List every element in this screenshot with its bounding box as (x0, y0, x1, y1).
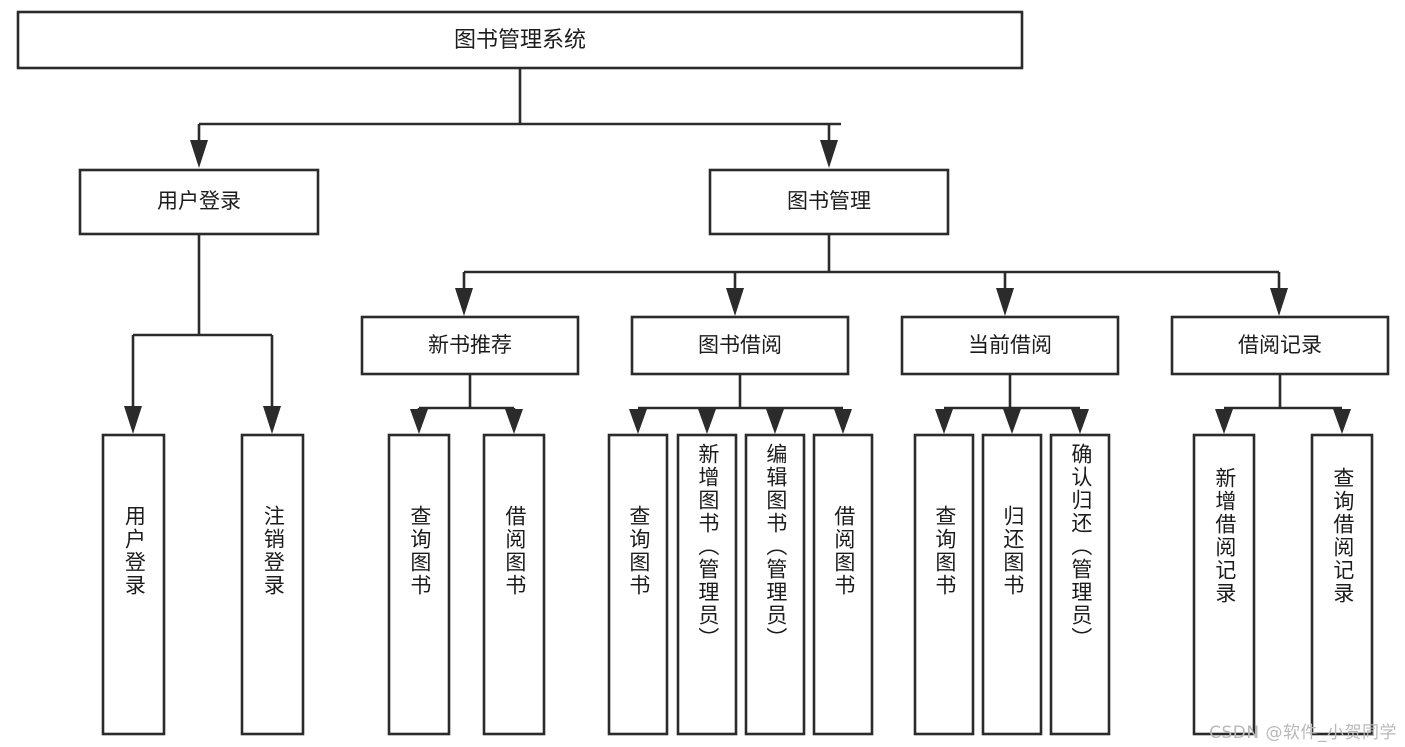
arrow-head-leaf-10 (1003, 409, 1021, 434)
connector-borrowbook-to-leaves (629, 374, 852, 434)
arrow-head-leaf-3 (410, 409, 428, 434)
arrow-head-leaf-13 (1333, 409, 1351, 434)
arrow-head-leaf-5 (629, 409, 647, 434)
arrow-head-leaf-7 (766, 409, 784, 434)
connector-currentborrow-to-leaves (935, 374, 1089, 434)
leaf-box-query-book-borrow[interactable] (607, 433, 669, 736)
node-book-borrow-label: 图书借阅 (698, 333, 782, 357)
arrow-head-leaf-8 (834, 409, 852, 434)
arrow-head-leaf-4 (505, 409, 523, 434)
node-book-borrow-box (630, 315, 850, 376)
arrow-head-leaf-2 (263, 406, 281, 434)
node-new-book-recommend-box (360, 315, 580, 376)
node-user-login[interactable]: 用户登录 (78, 168, 320, 236)
leaf-box-return-book[interactable] (981, 433, 1043, 736)
watermark: CSDN @软件_小贺同学 (1209, 723, 1397, 743)
leaf-box-user-login[interactable] (101, 433, 166, 736)
node-book-management-box (708, 168, 950, 236)
node-book-borrow[interactable]: 图书借阅 (630, 315, 850, 376)
node-book-management-label: 图书管理 (787, 189, 871, 213)
connector-bookmgmt-to-level2 (455, 234, 1288, 316)
arrow-head-user-login (190, 140, 208, 168)
connector-root-to-level1 (190, 68, 841, 168)
arrow-head-leaf-6 (698, 409, 716, 434)
node-root[interactable]: 图书管理系统 (16, 10, 1024, 70)
leaf-box-logout[interactable] (240, 433, 305, 736)
connector-userlogin-to-leaves (124, 234, 281, 434)
node-borrow-records[interactable]: 借阅记录 (1170, 315, 1390, 376)
arrow-head-leaf-11 (1071, 409, 1089, 434)
node-borrow-records-box (1170, 315, 1390, 376)
node-user-login-box (78, 168, 320, 236)
arrow-head-leaf-1 (124, 406, 142, 434)
node-current-borrow[interactable]: 当前借阅 (900, 315, 1120, 376)
connector-newbook-to-leaves (410, 374, 523, 434)
node-new-book-recommend[interactable]: 新书推荐 (360, 315, 580, 376)
node-current-borrow-label: 当前借阅 (968, 333, 1052, 357)
leaf-box-add-book-admin[interactable] (676, 433, 738, 736)
node-book-management[interactable]: 图书管理 (708, 168, 950, 236)
leaf-box-add-borrow-record[interactable] (1192, 433, 1256, 736)
node-root-label: 图书管理系统 (454, 28, 586, 53)
leaf-box-query-book-current[interactable] (913, 433, 975, 736)
node-borrow-records-label: 借阅记录 (1238, 333, 1322, 357)
node-current-borrow-box (900, 315, 1120, 376)
connector-records-to-leaves (1215, 374, 1351, 434)
arrow-head-leaf-9 (935, 409, 953, 434)
arrow-head-new-book (455, 288, 473, 316)
node-user-login-label: 用户登录 (157, 189, 241, 213)
leaf-boxes (101, 433, 1374, 736)
arrow-head-borrow (726, 288, 744, 316)
arrow-head-book-mgmt (820, 140, 838, 168)
leaf-box-confirm-return-admin[interactable] (1049, 433, 1111, 736)
arrow-head-records (1270, 288, 1288, 316)
leaf-box-query-borrow-record[interactable] (1310, 433, 1374, 736)
arrow-head-leaf-12 (1215, 409, 1233, 434)
leaf-box-edit-book-admin[interactable] (744, 433, 806, 736)
leaf-box-borrow-book[interactable] (812, 433, 874, 736)
leaf-box-query-book-recommend[interactable] (387, 433, 451, 736)
arrow-head-current (996, 288, 1014, 316)
leaf-box-borrow-book-recommend[interactable] (482, 433, 546, 736)
node-new-book-recommend-label: 新书推荐 (428, 333, 512, 357)
node-root-box (16, 10, 1024, 70)
